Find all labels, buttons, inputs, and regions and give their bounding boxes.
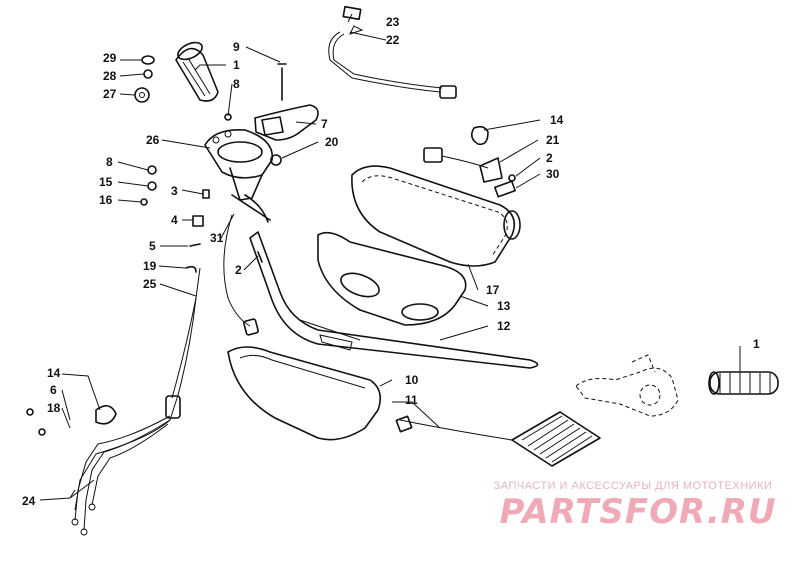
callout-23: 23 [386,15,400,29]
left-grip [175,41,219,102]
callout-13: 13 [497,299,511,313]
callout-24: 24 [22,494,36,508]
watermark-logo: PARTSFOR.RU [499,492,777,532]
callout-5: 5 [149,239,156,253]
cable-bundle [71,405,171,536]
callout-22: 22 [386,33,400,47]
callout-17: 17 [486,283,500,297]
grip-heater [395,411,601,467]
callout-19: 19 [143,259,157,273]
callout-28: 28 [103,69,117,83]
switch-connector [423,125,516,198]
callout-8: 8 [233,77,240,91]
lever-plate [261,116,284,136]
throttle-lever [254,104,319,141]
callout-27: 27 [103,87,117,101]
callout-30: 30 [546,167,560,181]
throttle-housing [204,128,274,223]
callout-20: 20 [325,135,339,149]
callout-2b: 2 [546,151,553,165]
callout-7: 7 [321,117,328,131]
right-control-housing [575,354,679,417]
callout-14: 14 [550,113,564,127]
callout-6: 6 [50,383,57,397]
callout-29: 29 [103,51,117,65]
callout-26: 26 [146,133,160,147]
callout-15: 15 [99,175,113,189]
callout-25: 25 [143,277,157,291]
callout-14b: 14 [47,366,61,380]
callout-31: 31 [210,231,224,245]
callout-11: 11 [405,393,418,407]
callout-labels: 1 1 2 2 3 4 5 6 7 8 8 9 10 11 12 13 14 1… [22,15,760,508]
wiring-harness [328,5,457,99]
callout-10: 10 [405,373,419,387]
callout-2: 2 [235,263,242,277]
callout-18: 18 [47,401,61,415]
leader-lines [39,13,741,501]
callout-9: 9 [233,40,240,54]
brake-cable [74,267,201,511]
callout-12: 12 [497,319,511,333]
lower-pad [227,346,381,441]
right-grip [708,371,779,395]
handlebar [249,231,539,369]
handlebar-pad [351,165,521,267]
callout-16: 16 [99,193,113,207]
callout-21: 21 [546,133,560,147]
throttle-cable [223,214,251,327]
watermark-caption: ЗАПЧАСТИ И АКСЕССУАРЫ ДЛЯ МОТОТЕХНИКИ [493,480,773,492]
callout-3: 3 [171,184,178,198]
callout-1: 1 [233,58,240,72]
callout-4: 4 [171,213,178,227]
callout-1b: 1 [753,337,760,351]
hardware [26,55,516,436]
callout-8b: 8 [106,155,113,169]
pad-support [317,231,467,326]
